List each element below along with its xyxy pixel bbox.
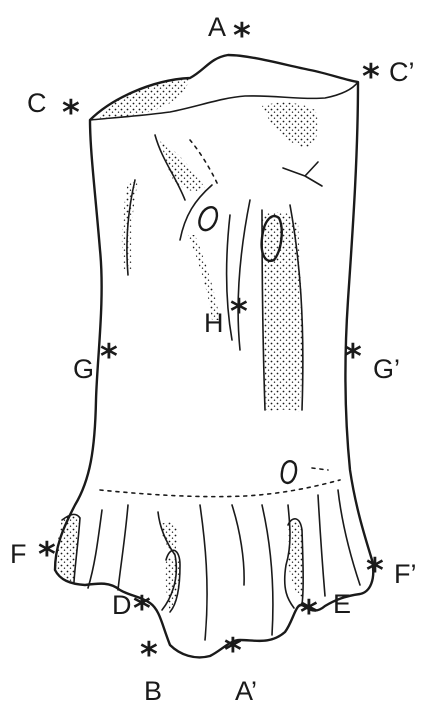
star-D: * (133, 589, 151, 629)
star-F: * (38, 535, 56, 575)
star-H: * (230, 292, 248, 332)
star-A: * (233, 16, 251, 56)
star-C: * (62, 93, 80, 133)
label-H: H (204, 308, 224, 338)
star-Fp: * (366, 551, 384, 591)
label-F: F (10, 539, 27, 569)
label-E: E (333, 589, 351, 619)
star-B: * (140, 635, 158, 675)
star-Ap: * (224, 631, 242, 671)
label-C: C (27, 88, 47, 118)
star-E: * (300, 593, 318, 633)
label-Cp: C’ (389, 57, 415, 87)
star-G: * (100, 337, 118, 377)
label-G: G (73, 354, 94, 384)
star-Cp: * (362, 57, 380, 97)
label-D: D (112, 590, 132, 620)
label-Fp: F’ (394, 559, 417, 589)
label-Gp: G’ (373, 354, 400, 384)
label-Ap: A’ (235, 676, 257, 706)
label-B: B (144, 676, 162, 706)
label-A: A (208, 12, 226, 42)
star-Gp: * (344, 337, 362, 377)
